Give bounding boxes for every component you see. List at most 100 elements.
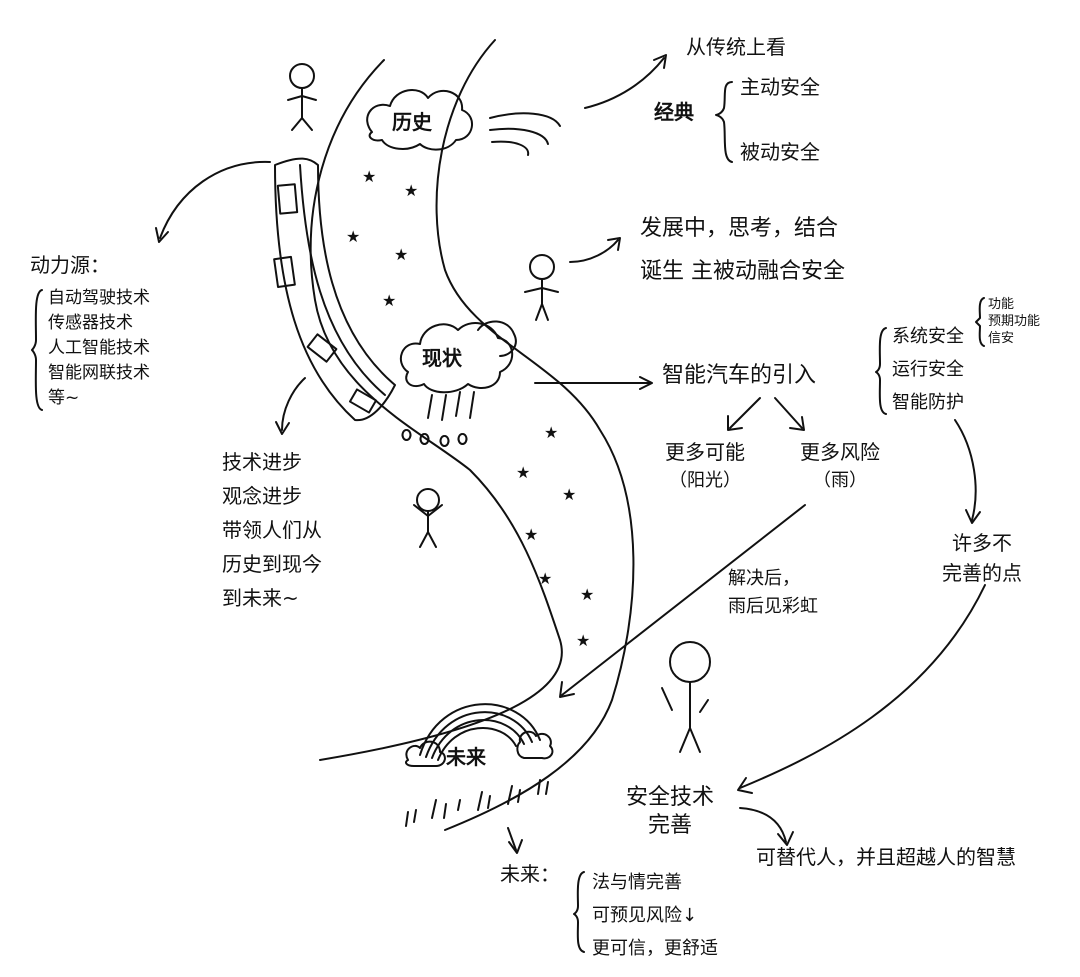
- arrow-to-tech: [282, 378, 305, 430]
- arrow-to-future-label: [508, 828, 516, 850]
- traditional-view: 从传统上看: [686, 35, 786, 59]
- arrow-to-future-label-head: [509, 840, 522, 853]
- rainbow-arc-1: [420, 704, 540, 755]
- classic-label: 经典: [654, 100, 694, 124]
- after-solve: 解决后， 雨后见彩虹: [728, 565, 818, 621]
- arrow-to-future-rainbow: [562, 505, 805, 695]
- star: ★: [394, 245, 408, 264]
- after-solve-line: 解决后，: [728, 568, 800, 589]
- rain-line-2: [442, 395, 446, 420]
- imperfect-note: 许多不 完善的点: [942, 528, 1022, 588]
- side-note-item: 信安: [988, 331, 1015, 346]
- tram-window-3: [308, 334, 337, 361]
- tech-progress-line: 带领人们从: [222, 518, 322, 542]
- rain-drop-4: [459, 434, 467, 444]
- tech-progress-line: 技术进步: [222, 450, 302, 474]
- rain-line-3: [456, 392, 460, 416]
- rainbow-cloud-right: [517, 732, 552, 759]
- power-title: 动力源：: [30, 253, 110, 277]
- future-rainbow-label: 未来: [446, 745, 486, 769]
- future-item: 可预见风险↓: [592, 905, 698, 926]
- star: ★: [524, 525, 538, 544]
- rainbow-cloud-left: [406, 742, 445, 766]
- arrow-to-future-rainbow-head: [560, 682, 574, 697]
- tram-window-4: [350, 389, 376, 412]
- rainbow-arc-4: [438, 728, 516, 760]
- person-cheering: [414, 489, 442, 547]
- after-solve-line: 雨后见彩虹: [728, 596, 818, 617]
- future-item: 法与情完善: [592, 872, 682, 893]
- arrow-to-develop: [570, 240, 618, 262]
- side-note-list: 功能 预期功能 信安: [988, 296, 1040, 347]
- power-item: 智能网联技术: [48, 363, 150, 383]
- arrow-to-traditional-head: [654, 55, 666, 68]
- present-cloud-bump: [478, 321, 516, 356]
- tram-window-1: [278, 184, 297, 213]
- arrow-to-possible-head: [728, 416, 742, 430]
- passive-safety: 被动安全: [740, 140, 820, 164]
- person-developing: [525, 255, 558, 320]
- wind-line-2: [490, 129, 548, 144]
- more-risk: 更多风险: [800, 440, 880, 464]
- star: ★: [576, 631, 590, 650]
- arrow-to-replace-head: [778, 832, 793, 845]
- wind-line-1: [490, 113, 560, 126]
- safety-item: 运行安全: [892, 359, 964, 380]
- rain-line-1: [428, 395, 432, 418]
- arrow-to-traditional: [585, 58, 664, 108]
- arrow-to-possible: [730, 398, 760, 428]
- history-cloud: [367, 90, 472, 150]
- arrow-to-safety-complete-head: [738, 778, 752, 793]
- star: ★: [382, 291, 396, 310]
- wind-line-3: [492, 142, 528, 155]
- arrow-to-power: [160, 162, 270, 238]
- arrow-to-risk-head: [790, 417, 804, 430]
- brace-future: [574, 872, 584, 952]
- star: ★: [362, 167, 376, 186]
- safety-complete-line: 完善: [647, 813, 692, 838]
- power-item: 自动驾驶技术: [48, 288, 150, 308]
- arrow-to-imperfect: [955, 420, 976, 520]
- arrow-to-safety-complete: [740, 585, 985, 788]
- rain-drop-2: [420, 434, 428, 444]
- imperfect-line: 许多不: [952, 531, 1012, 555]
- safety-item: 系统安全: [892, 326, 964, 347]
- arrow-to-tech-head: [276, 422, 289, 434]
- future-item: 更可信，更舒适: [592, 938, 718, 959]
- intro-label: 智能汽车的引入: [662, 363, 817, 388]
- rain-drop-1: [402, 430, 410, 440]
- tech-progress-line: 历史到现今: [222, 552, 322, 576]
- safety-item: 智能防护: [892, 392, 964, 413]
- tram-body: [275, 159, 395, 421]
- rainbow-arc-2: [426, 712, 532, 757]
- star: ★: [516, 463, 530, 482]
- star: ★: [346, 227, 360, 246]
- brace-safety: [876, 328, 886, 414]
- power-item: 等~: [48, 388, 80, 408]
- rain-line-4: [470, 392, 474, 418]
- stars: ★ ★ ★ ★ ★ ★ ★ ★ ★ ★ ★ ★: [346, 167, 594, 650]
- develop-line-1: 发展中，思考，结合: [640, 216, 839, 241]
- arrow-to-replace: [740, 808, 786, 842]
- tech-progress-list: 技术进步 观念进步 带领人们从 历史到现今 到未来~: [222, 445, 322, 615]
- arrow-to-develop-head: [608, 238, 620, 250]
- person-future: [662, 642, 710, 752]
- star: ★: [580, 585, 594, 604]
- imperfect-line: 完善的点: [942, 561, 1022, 585]
- arrow-to-intro-head: [640, 377, 652, 389]
- active-safety: 主动安全: [740, 75, 820, 99]
- safety-list: 系统安全 运行安全 智能防护: [892, 320, 964, 419]
- future-label: 未来：: [500, 862, 560, 886]
- present-cloud: [401, 323, 512, 392]
- star: ★: [404, 181, 418, 200]
- power-item: 传感器技术: [48, 313, 133, 333]
- arrow-to-power-head: [156, 228, 168, 242]
- tech-progress-line: 到未来~: [222, 586, 299, 610]
- rain: （雨）: [813, 470, 867, 491]
- tram-inner: [300, 165, 385, 395]
- safety-complete-line: 安全技术: [625, 785, 714, 810]
- replace-human: 可替代人，并且超越人的智慧: [756, 845, 1016, 869]
- power-list: 自动驾驶技术 传感器技术 人工智能技术 智能网联技术 等~: [48, 286, 150, 411]
- grass-marks: [406, 780, 548, 826]
- side-note-item: 预期功能: [988, 314, 1041, 329]
